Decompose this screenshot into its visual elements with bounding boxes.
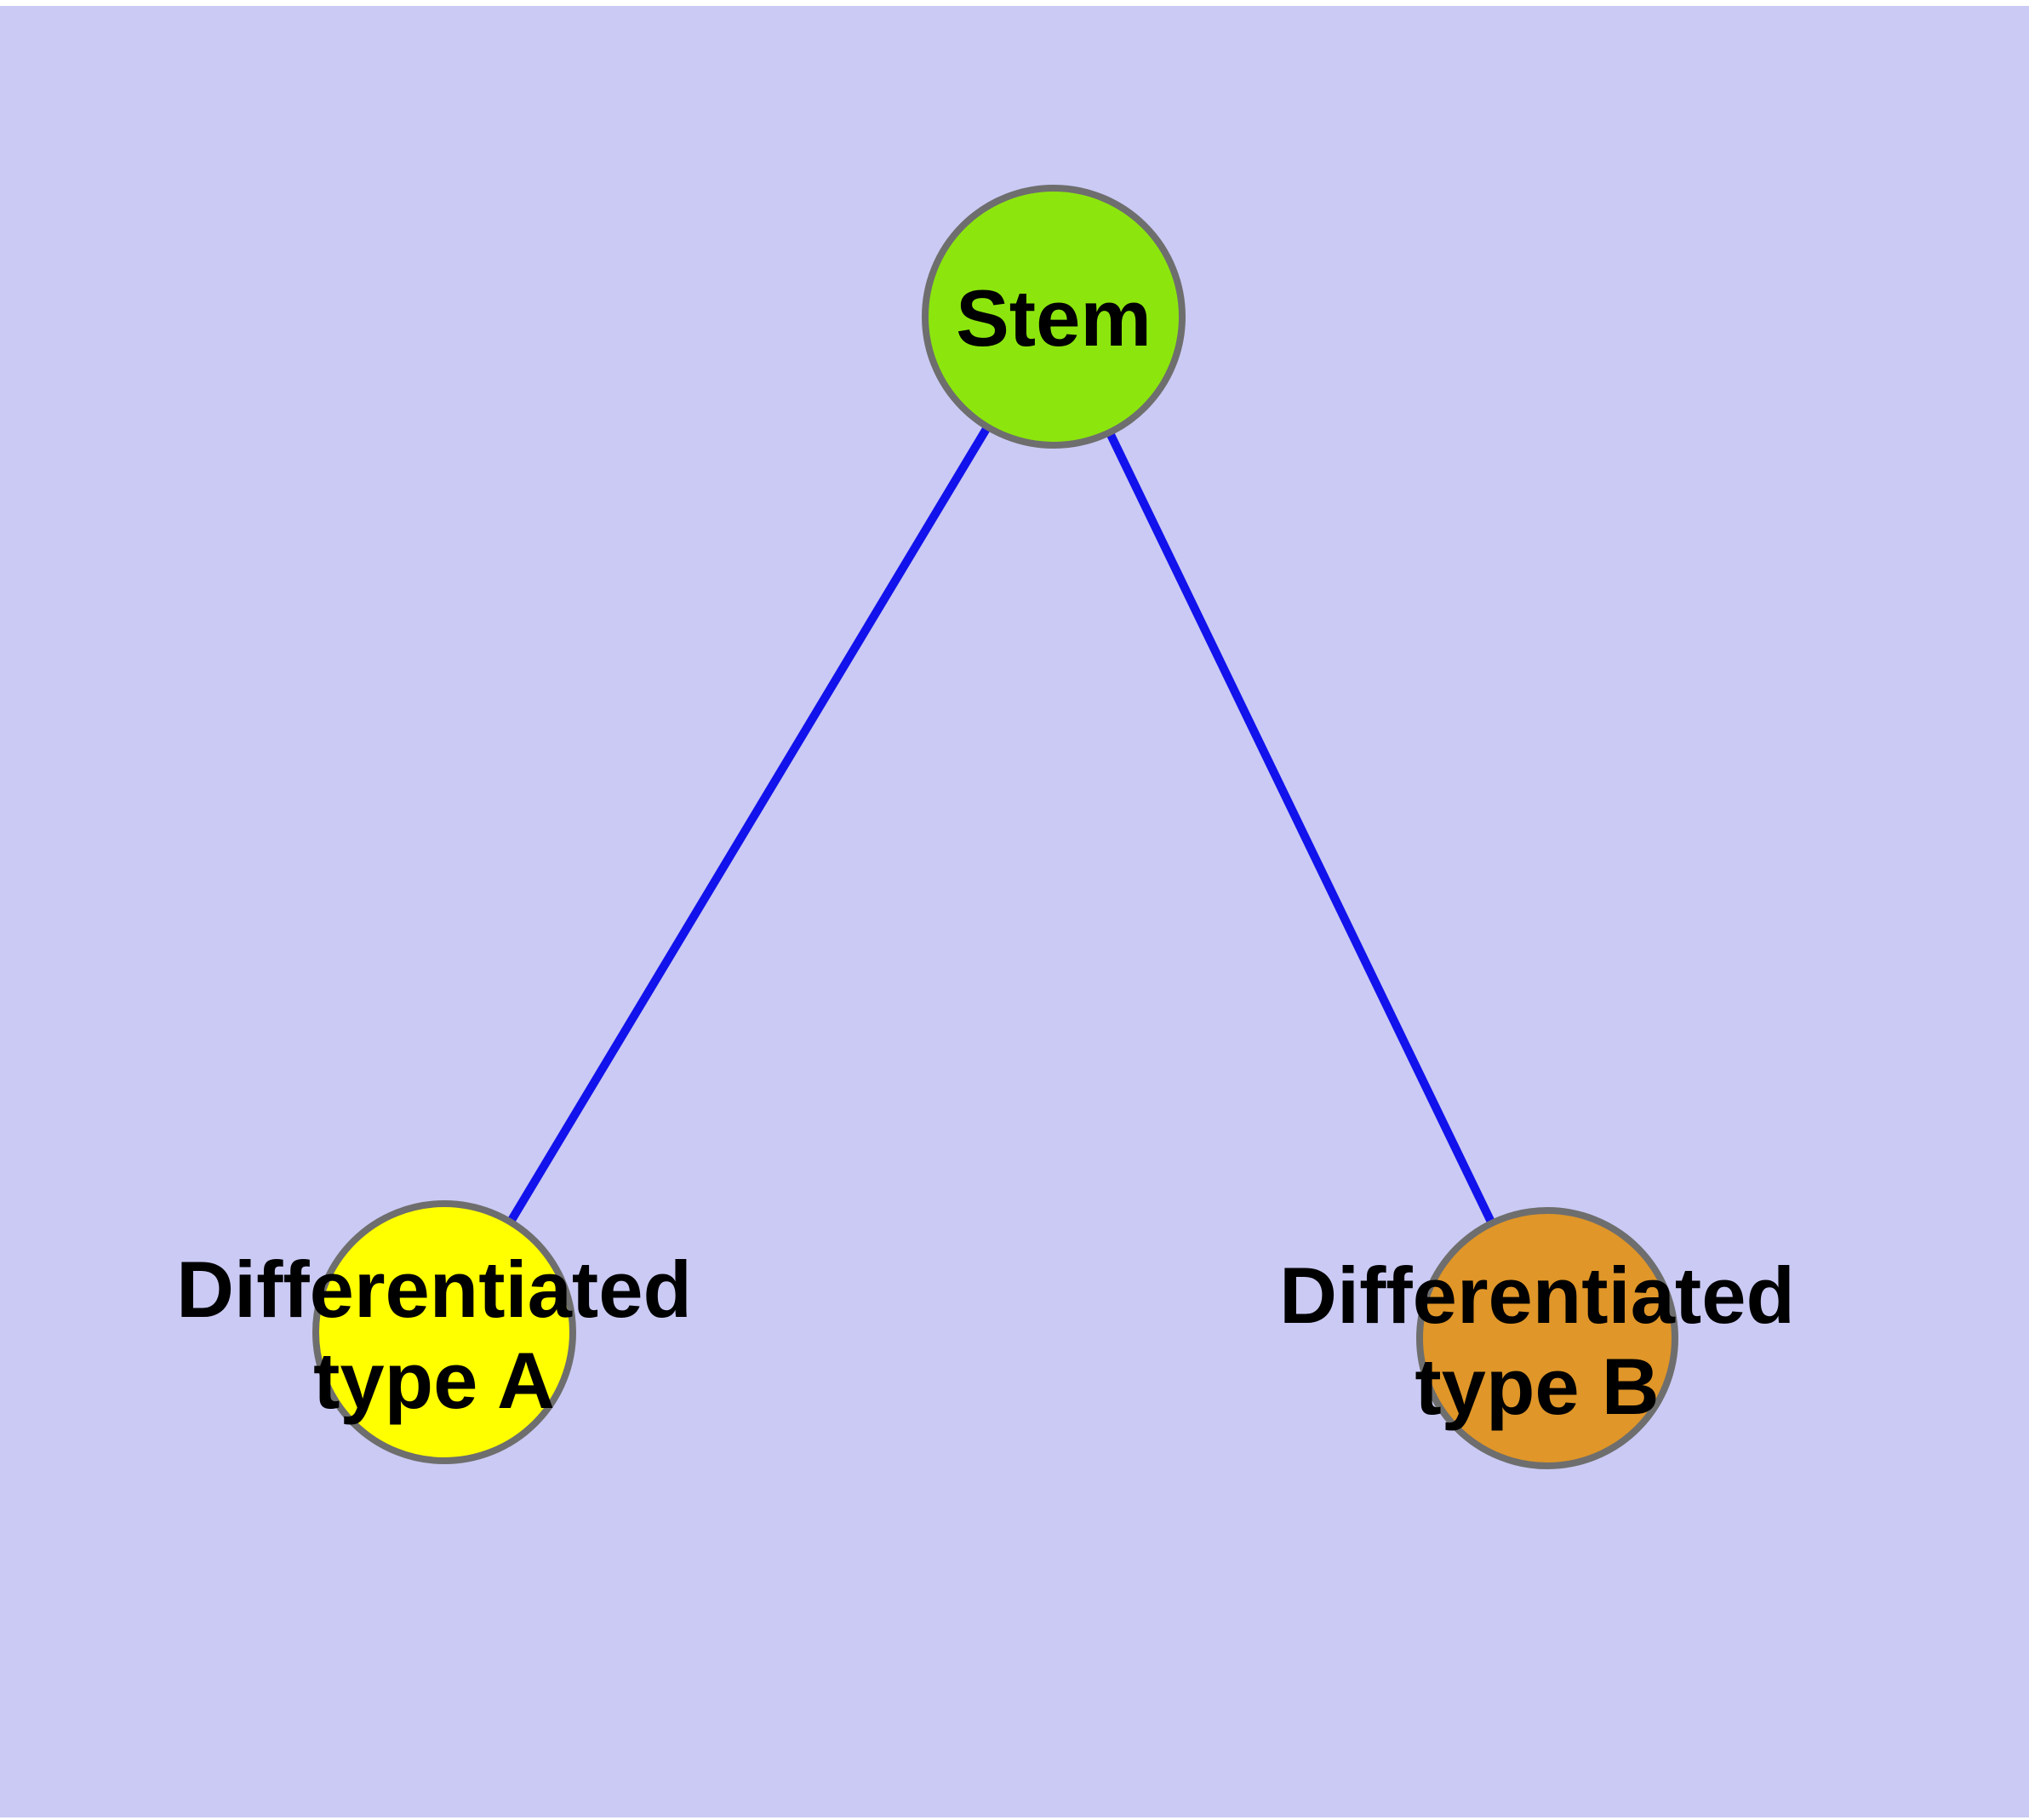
node-stem: Stem [922,185,1186,449]
node-differentiated-type-b-circle [1416,1207,1678,1469]
node-differentiated-type-a-circle [312,1200,576,1464]
node-stem-label: Stem [956,273,1152,363]
edge-stem-to-type-b [1049,314,1552,1341]
node-differentiated-type-b-label-line1: Differentiated [1279,1251,1795,1340]
node-differentiated-type-a-label-line1: Differentiated [176,1245,692,1334]
node-stem-circle [922,185,1186,449]
node-differentiated-type-a-label-line2: type A [313,1336,555,1425]
edge-stem-to-type-a [440,314,1058,1335]
node-differentiated-type-a: Differentiated type A [176,1200,692,1464]
node-differentiated-type-b-label-line2: type B [1415,1342,1659,1431]
node-differentiated-type-b: Differentiated type B [1279,1207,1795,1469]
